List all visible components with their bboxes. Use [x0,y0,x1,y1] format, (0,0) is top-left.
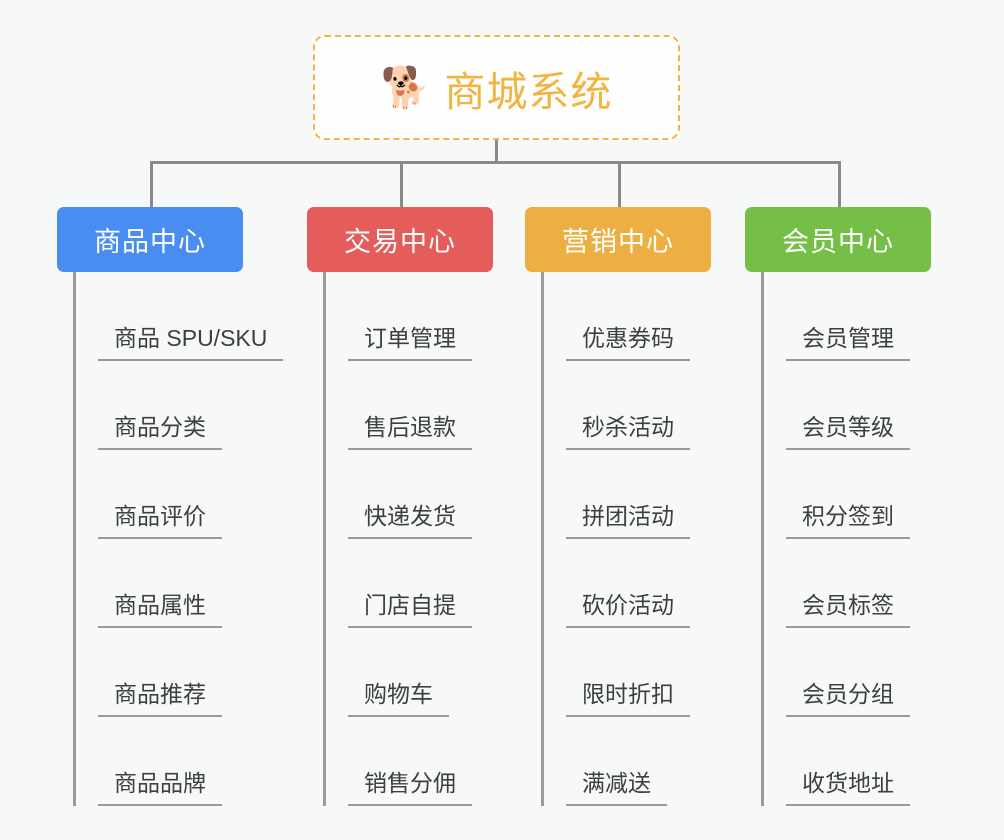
root-node[interactable]: 🐕 商城系统 [313,35,680,140]
connector-drop-3 [618,161,621,207]
category-header-1-label: 商品中心 [94,227,206,257]
leaf-label: 售后退款 [348,414,472,450]
leaf-item[interactable]: 满减送 [566,717,745,806]
leaf-item[interactable]: 快递发货 [348,450,527,539]
leaf-label: 商品 SPU/SKU [98,325,284,361]
leaf-item[interactable]: 门店自提 [348,539,527,628]
leaf-label: 购物车 [348,681,449,717]
leaf-item[interactable]: 会员标签 [786,539,965,628]
leaf-label: 砍价活动 [566,592,690,628]
leaf-item[interactable]: 商品 SPU/SKU [98,272,297,361]
leaf-item[interactable]: 商品评价 [98,450,297,539]
connector-drop-1 [150,161,153,207]
leaf-item[interactable]: 商品品牌 [98,717,297,806]
connector-drop-4 [838,161,841,207]
category-column-4: 会员中心 会员管理 会员等级 积分签到 会员标签 会员分组 收货地址 [745,207,965,806]
leaf-label: 快递发货 [348,503,472,539]
leaf-item[interactable]: 商品推荐 [98,628,297,717]
connector-root-stub [495,140,498,163]
leaf-item[interactable]: 限时折扣 [566,628,745,717]
leaf-label: 优惠券码 [566,325,690,361]
leaf-label: 订单管理 [348,325,472,361]
connector-drop-2 [400,161,403,207]
category-header-2-label: 交易中心 [344,227,456,257]
leaf-label: 门店自提 [348,592,472,628]
connector-bus [150,161,841,164]
leaf-label: 会员管理 [786,325,910,361]
category-header-1[interactable]: 商品中心 [57,207,243,272]
root-title: 商城系统 [444,68,613,115]
leaf-item[interactable]: 购物车 [348,628,527,717]
leaf-label: 满减送 [566,770,667,806]
category-column-1: 商品中心 商品 SPU/SKU 商品分类 商品评价 商品属性 商品推荐 商品品牌 [57,207,297,806]
leaf-item[interactable]: 砍价活动 [566,539,745,628]
category-header-3-label: 营销中心 [562,227,674,257]
leaf-label: 秒杀活动 [566,414,690,450]
category-header-2[interactable]: 交易中心 [307,207,493,272]
leaf-label: 会员分组 [786,681,910,717]
leaf-label: 会员标签 [786,592,910,628]
leaf-label: 商品属性 [98,592,222,628]
leaf-label: 商品评价 [98,503,222,539]
category-header-3[interactable]: 营销中心 [525,207,711,272]
leaf-item[interactable]: 销售分佣 [348,717,527,806]
leaf-label: 收货地址 [786,770,910,806]
leaf-label: 拼团活动 [566,503,690,539]
leaf-item[interactable]: 积分签到 [786,450,965,539]
category-column-2: 交易中心 订单管理 售后退款 快递发货 门店自提 购物车 销售分佣 [307,207,527,806]
leaf-item[interactable]: 会员等级 [786,361,965,450]
leaf-label: 销售分佣 [348,770,472,806]
leaf-item[interactable]: 售后退款 [348,361,527,450]
leaf-item[interactable]: 商品分类 [98,361,297,450]
shiba-dog-icon: 🐕 [380,64,431,111]
leaf-list-2: 订单管理 售后退款 快递发货 门店自提 购物车 销售分佣 [323,272,527,806]
leaf-list-1: 商品 SPU/SKU 商品分类 商品评价 商品属性 商品推荐 商品品牌 [73,272,297,806]
leaf-item[interactable]: 商品属性 [98,539,297,628]
leaf-label: 积分签到 [786,503,910,539]
leaf-item[interactable]: 会员分组 [786,628,965,717]
leaf-item[interactable]: 订单管理 [348,272,527,361]
leaf-list-3: 优惠券码 秒杀活动 拼团活动 砍价活动 限时折扣 满减送 [541,272,745,806]
leaf-label: 商品推荐 [98,681,222,717]
leaf-list-4: 会员管理 会员等级 积分签到 会员标签 会员分组 收货地址 [761,272,965,806]
leaf-label: 商品品牌 [98,770,222,806]
leaf-label: 会员等级 [786,414,910,450]
leaf-item[interactable]: 优惠券码 [566,272,745,361]
leaf-label: 商品分类 [98,414,222,450]
category-header-4-label: 会员中心 [782,227,894,257]
category-header-4[interactable]: 会员中心 [745,207,931,272]
leaf-item[interactable]: 拼团活动 [566,450,745,539]
leaf-item[interactable]: 秒杀活动 [566,361,745,450]
leaf-item[interactable]: 收货地址 [786,717,965,806]
category-column-3: 营销中心 优惠券码 秒杀活动 拼团活动 砍价活动 限时折扣 满减送 [525,207,745,806]
leaf-label: 限时折扣 [566,681,690,717]
leaf-item[interactable]: 会员管理 [786,272,965,361]
